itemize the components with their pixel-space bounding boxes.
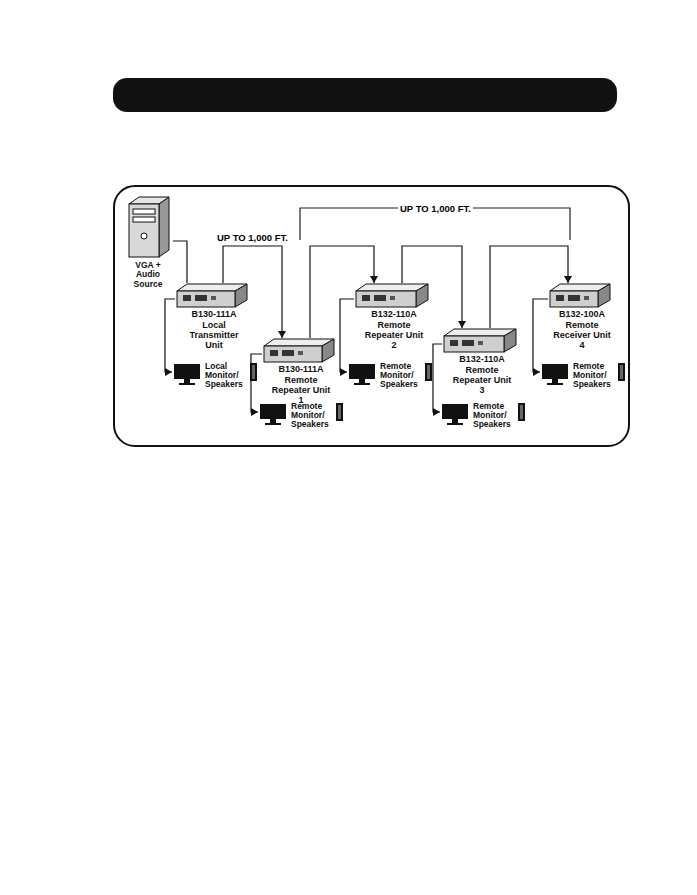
model-number: B132-100A	[551, 310, 613, 320]
model-number: B132-110A	[363, 310, 425, 320]
device-icon	[354, 283, 430, 309]
unit-name: Remote Repeater Unit 3	[451, 366, 513, 396]
device-icon	[175, 283, 249, 309]
header-bar	[113, 78, 617, 112]
monitor-icon	[347, 362, 377, 386]
source-computer: VGA + Audio Source	[123, 196, 173, 289]
output-label: Remote Monitor/ Speakers	[470, 402, 517, 430]
extender-unit: B130-111ARemote Repeater Unit 1	[262, 338, 340, 406]
extender-unit: B132-100ARemote Receiver Unit 4	[548, 283, 616, 351]
model-number: B130-111A	[270, 365, 332, 375]
cable-connector	[165, 299, 175, 376]
speaker-icon	[249, 362, 258, 382]
unit-name: Local Transmitter Unit	[183, 321, 245, 351]
monitor-icon	[440, 402, 470, 426]
output-label: Remote Monitor/ Speakers	[377, 362, 424, 390]
speaker-icon	[517, 402, 526, 422]
monitor-speakers: Local Monitor/ Speakers	[172, 362, 258, 390]
output-label: Local Monitor/ Speakers	[202, 362, 249, 390]
speaker-icon	[335, 402, 344, 422]
extender-unit: B132-110ARemote Repeater Unit 3	[442, 328, 522, 396]
unit-name: Remote Receiver Unit 4	[551, 321, 613, 351]
extender-unit: B132-110ARemote Repeater Unit 2	[354, 283, 434, 351]
computer-icon	[125, 196, 171, 258]
monitor-speakers: Remote Monitor/ Speakers	[347, 362, 433, 390]
monitor-icon	[540, 362, 570, 386]
monitor-icon	[172, 362, 202, 386]
distance-label: UP TO 1,000 FT.	[215, 232, 290, 243]
cable-connector	[173, 241, 187, 283]
speaker-icon	[424, 362, 433, 382]
monitor-speakers: Remote Monitor/ Speakers	[440, 402, 526, 430]
device-icon	[442, 328, 518, 354]
device-icon	[262, 338, 336, 364]
distance-label: UP TO 1,000 FT.	[398, 203, 473, 214]
unit-name: Remote Repeater Unit 2	[363, 321, 425, 351]
output-label: Remote Monitor/ Speakers	[570, 362, 617, 390]
model-number: B130-111A	[183, 310, 245, 320]
cable-connector	[433, 344, 442, 416]
speaker-icon	[617, 362, 626, 382]
monitor-speakers: Remote Monitor/ Speakers	[258, 402, 344, 430]
device-icon	[548, 283, 612, 309]
output-label: Remote Monitor/ Speakers	[288, 402, 335, 430]
source-label: VGA + Audio Source	[128, 261, 168, 289]
model-number: B132-110A	[451, 355, 513, 365]
monitor-icon	[258, 402, 288, 426]
monitor-speakers: Remote Monitor/ Speakers	[540, 362, 626, 390]
extender-unit: B130-111ALocal Transmitter Unit	[175, 283, 253, 351]
